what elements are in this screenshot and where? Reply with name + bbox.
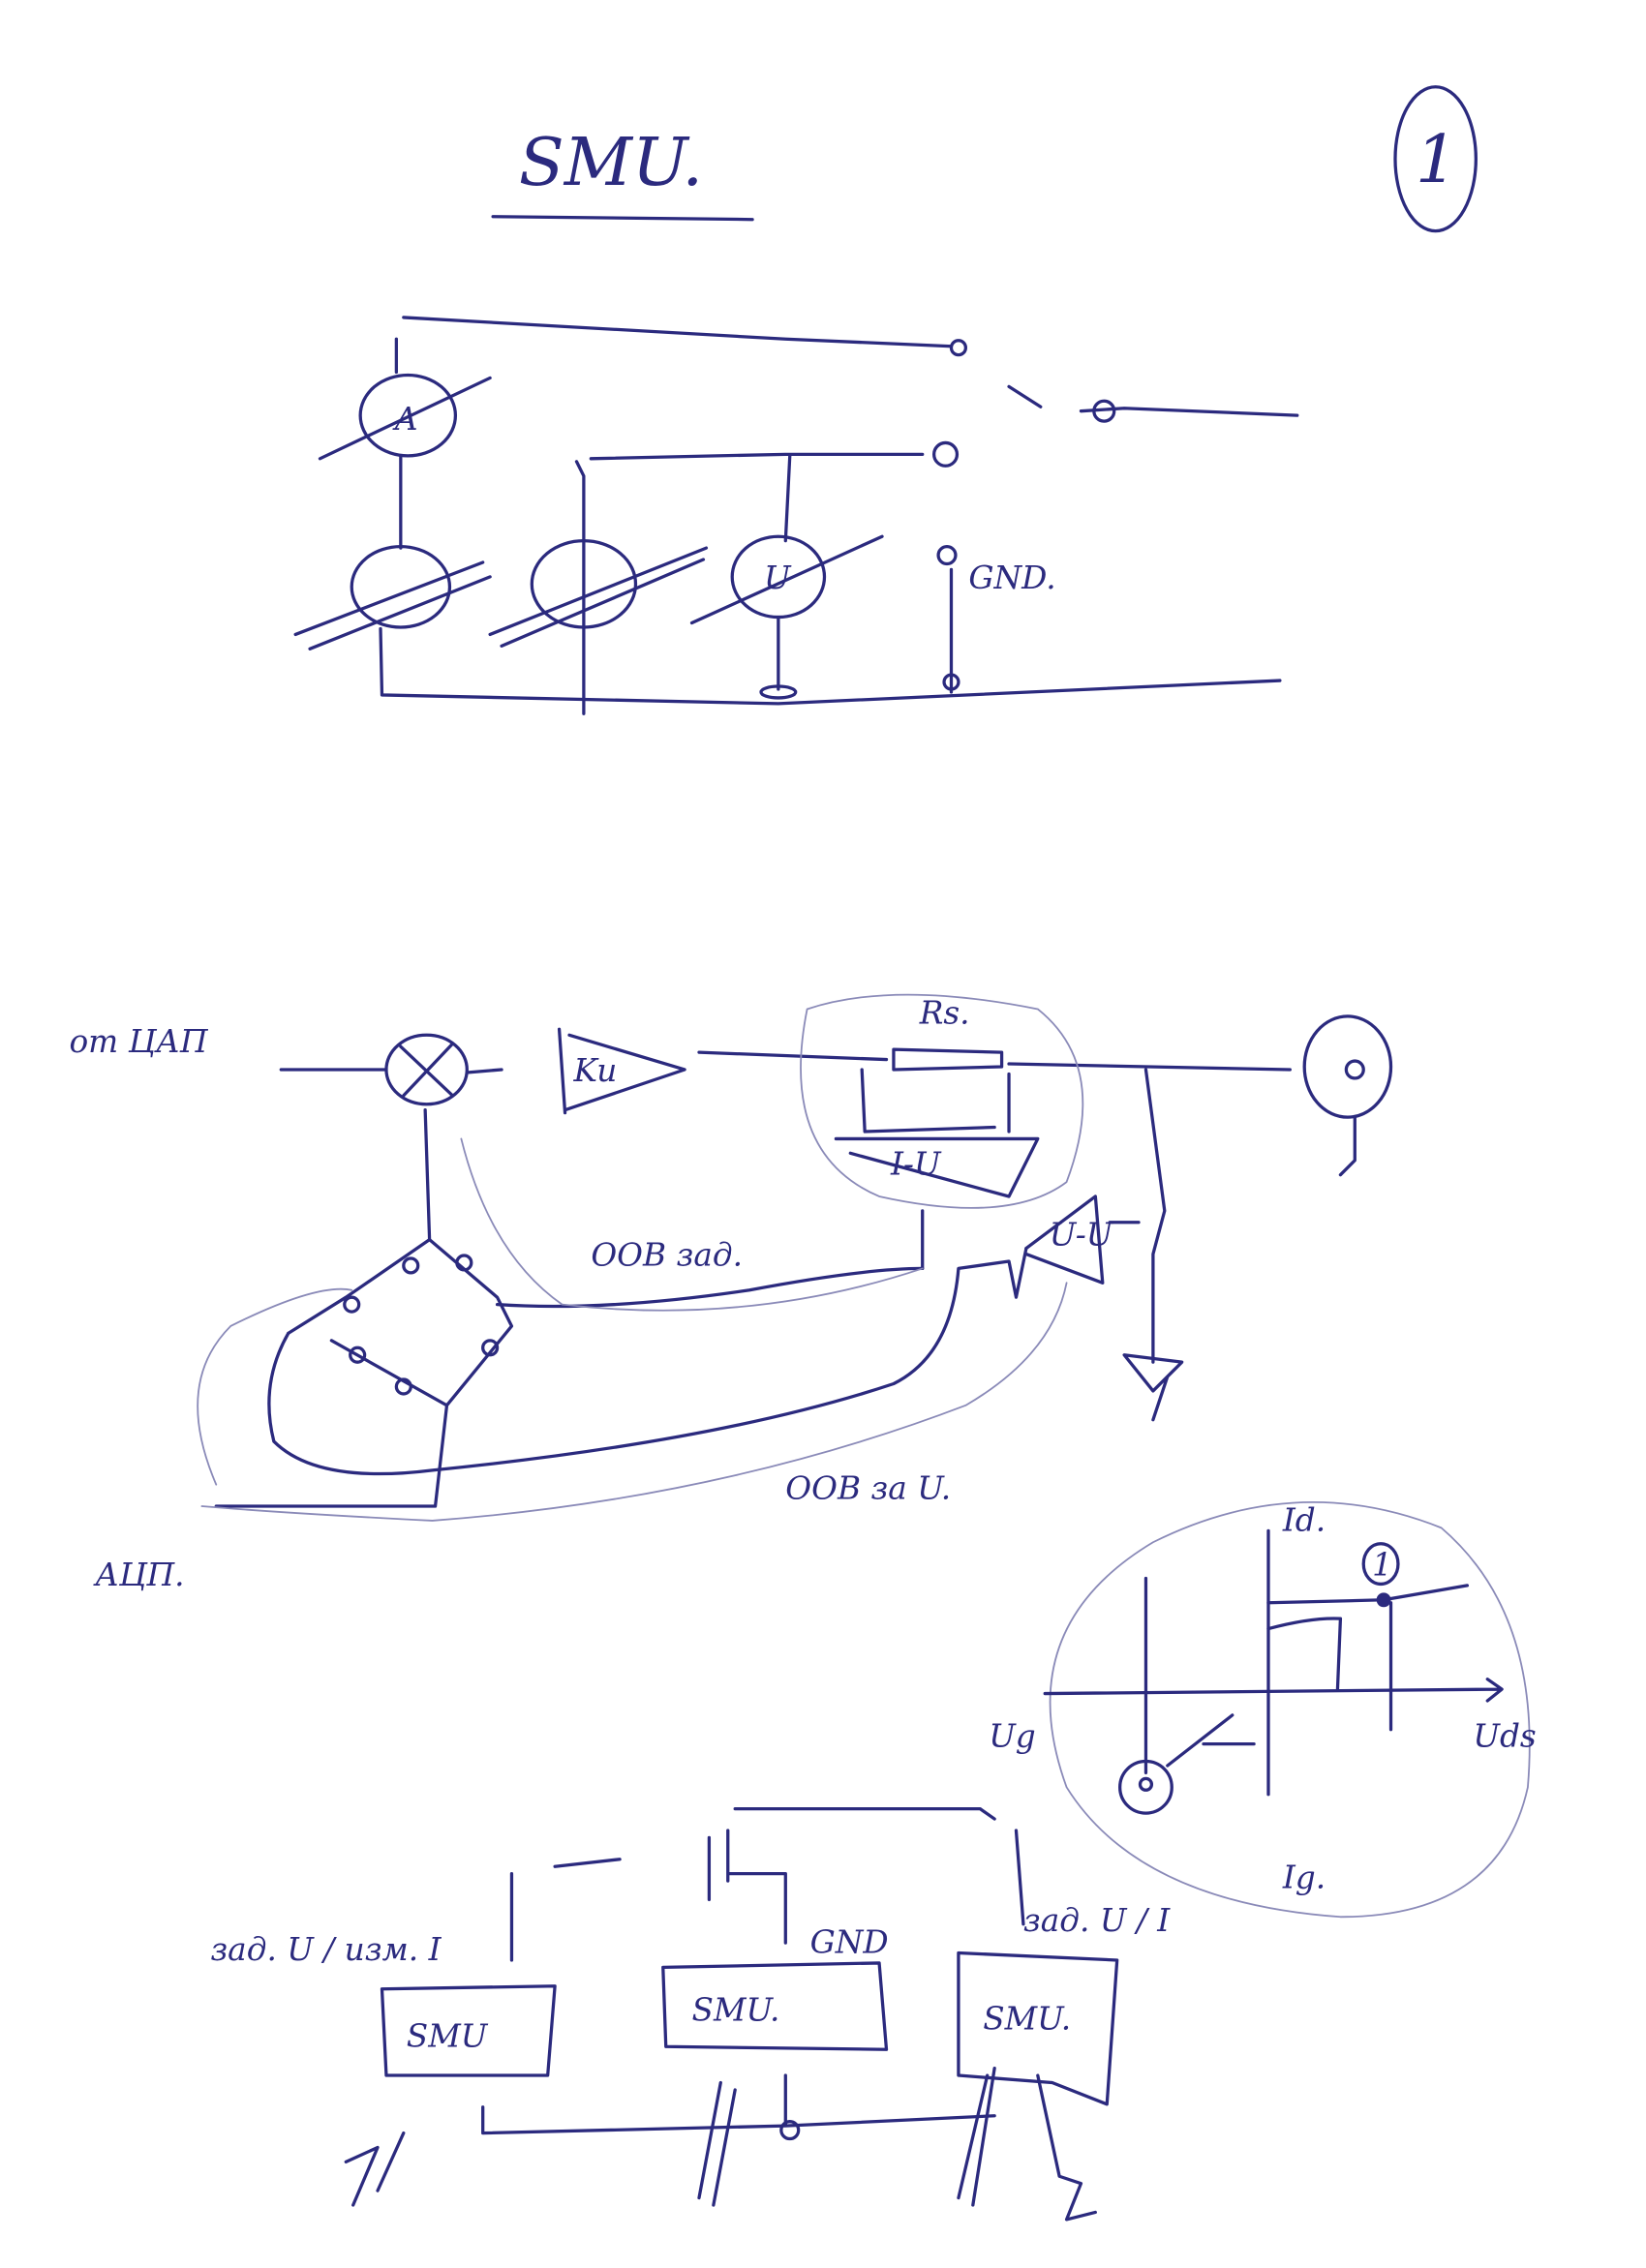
y-pos-label: Id. (1282, 1501, 1326, 1538)
smu-label-2: SMU. (692, 1991, 780, 2028)
page-title: SMU. (519, 124, 703, 201)
title-underline (491, 215, 754, 222)
smu-box-3 (957, 1950, 1119, 2106)
ground-symbol (1122, 1353, 1184, 1422)
ammeter-icon (358, 373, 458, 458)
iv-characteristic-graph: Id. Uds Ug Ig. 1 (989, 1501, 1537, 1919)
smu-label-3: SMU. (983, 2000, 1071, 2037)
y-neg-label: Ig. (1282, 1860, 1326, 1896)
marker-label: 1 (1372, 1546, 1392, 1583)
adc-label: АЦП. (93, 1557, 184, 1593)
page-number: 1 (1416, 121, 1458, 198)
i-u-label: I-U (890, 1146, 942, 1183)
marker-circle (1361, 1542, 1400, 1587)
smu-configuration: зад. U / изм. I GND зад. U / I SMU SMU. … (210, 1807, 1171, 2222)
shunt-label: Rs. (919, 994, 970, 1031)
x-neg-label: Ug (989, 1718, 1036, 1755)
multiplier-icon (384, 1033, 469, 1106)
amplifier-label: Ku (572, 1052, 617, 1089)
smu-label-1: SMU (407, 2017, 489, 2054)
output-terminal-icon (1302, 1014, 1393, 1119)
current-source-icon (350, 544, 452, 629)
middle-circuit: от ЦАП Ku Rs. I-U U-U ООВ зад. ООВ за U.… (69, 993, 1393, 1593)
voltage-source-icon (530, 539, 638, 629)
right-note: зад. U / I (1023, 1902, 1171, 1939)
ammeter-label: A (392, 401, 418, 438)
smu-box-2 (661, 1961, 889, 2051)
i-u-converter (834, 1136, 1040, 1198)
top-circuit: A U GND. (293, 316, 1299, 715)
page-number-circle (1393, 85, 1478, 233)
u-u-label: U-U (1050, 1217, 1114, 1254)
input-label: от ЦАП (69, 1023, 208, 1060)
u-u-converter (1024, 1194, 1105, 1285)
feedback-voltage-label: ООВ за U. (785, 1470, 951, 1507)
operating-point (1376, 1592, 1391, 1608)
shunt-resistor (697, 1047, 1292, 1072)
left-note: зад. U / изм. I (210, 1931, 442, 1968)
gnd-bottom-label: GND (810, 1924, 889, 1961)
feedback-current-label: ООВ зад. (591, 1236, 743, 1273)
x-pos-label: Uds (1473, 1718, 1536, 1755)
smu-box-1 (380, 1984, 557, 2077)
gnd-label: GND. (968, 559, 1055, 596)
x-axis (1043, 1678, 1504, 1703)
voltmeter-label: U (764, 559, 792, 596)
amplifier-icon (557, 1027, 686, 1115)
